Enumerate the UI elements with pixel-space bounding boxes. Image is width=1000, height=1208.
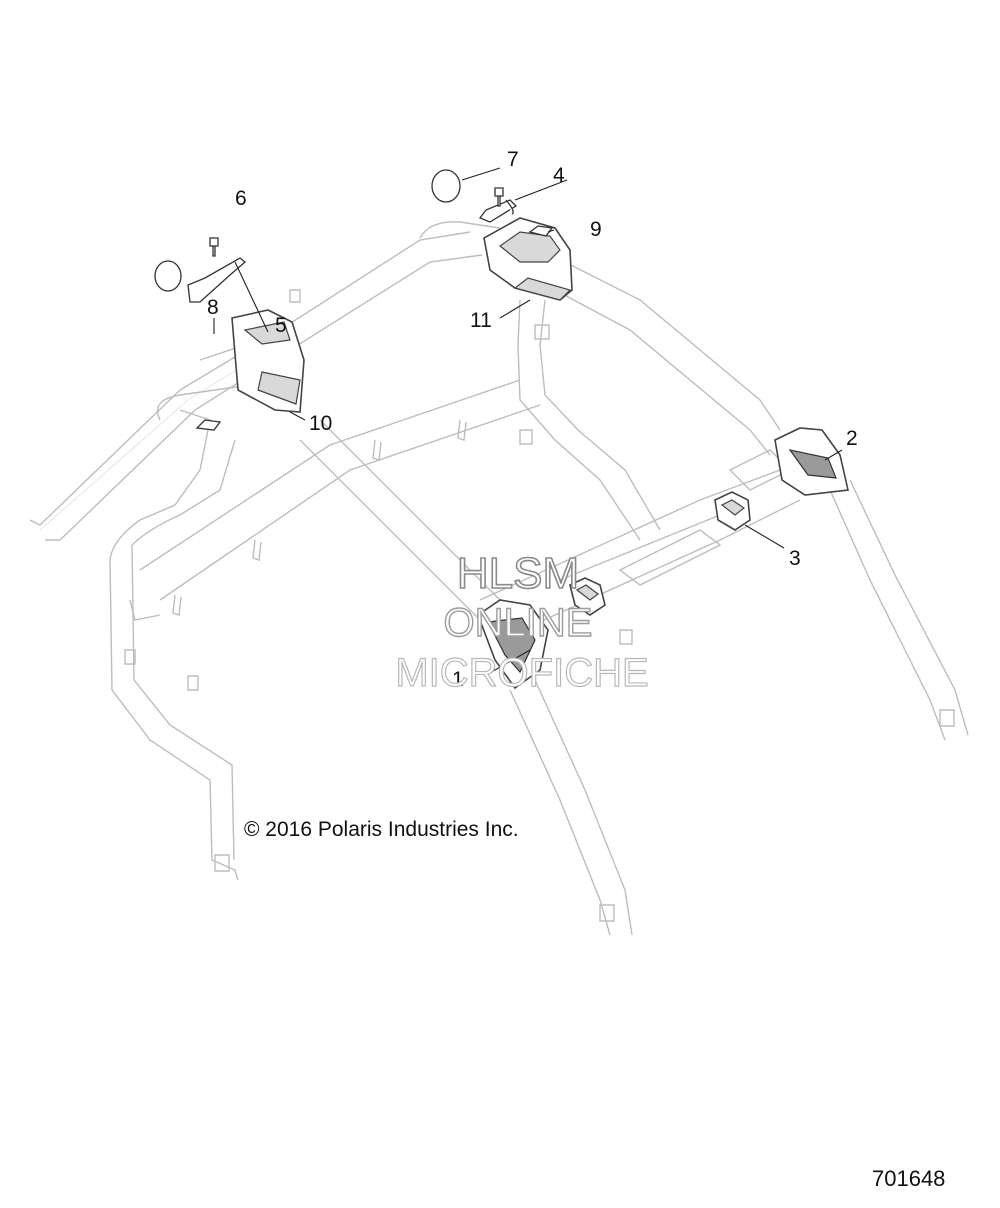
clip-9 <box>528 225 554 237</box>
bolt-4 <box>494 187 504 207</box>
roof-bracket-11 <box>483 217 573 301</box>
corner-bracket-1 <box>477 599 549 690</box>
gasket-left <box>154 260 182 292</box>
leader-lines <box>213 167 843 675</box>
callout-6: 6 <box>235 187 247 210</box>
callout-3: 3 <box>789 547 801 570</box>
copyright-notice: © 2016 Polaris Industries Inc. <box>244 818 519 841</box>
bolt-8 <box>209 237 219 257</box>
callout-5: 5 <box>275 314 287 337</box>
callout-labels: 1 2 3 4 5 6 7 8 9 10 11 <box>207 148 858 691</box>
callout-9: 9 <box>590 218 602 241</box>
callout-11: 11 <box>470 309 492 332</box>
callout-7: 7 <box>507 148 519 171</box>
watermark-line-1: HLSM <box>457 549 579 598</box>
roof-bracket-10 <box>231 309 305 413</box>
mount-plate-4 <box>478 199 518 223</box>
hardware-group-upper <box>431 169 554 237</box>
gasket-7 <box>431 169 461 203</box>
callout-10: 10 <box>309 412 332 435</box>
document-number: 701648 <box>872 1166 945 1191</box>
watermark-line-3: MICROFICHE <box>395 651 648 695</box>
callout-8: 8 <box>207 296 219 319</box>
beam-clamp-3 <box>569 491 751 616</box>
callout-2: 2 <box>846 427 858 450</box>
roll-cage-frame <box>29 221 969 936</box>
corner-bracket-2 <box>774 427 849 496</box>
callout-4: 4 <box>553 164 565 187</box>
hardware-group-left <box>154 237 247 431</box>
clip-left <box>195 419 222 431</box>
callout-1: 1 <box>452 668 464 691</box>
watermark: HLSM ONLINE MICROFICHE <box>395 548 650 695</box>
watermark-line-2: ONLINE <box>444 601 593 645</box>
